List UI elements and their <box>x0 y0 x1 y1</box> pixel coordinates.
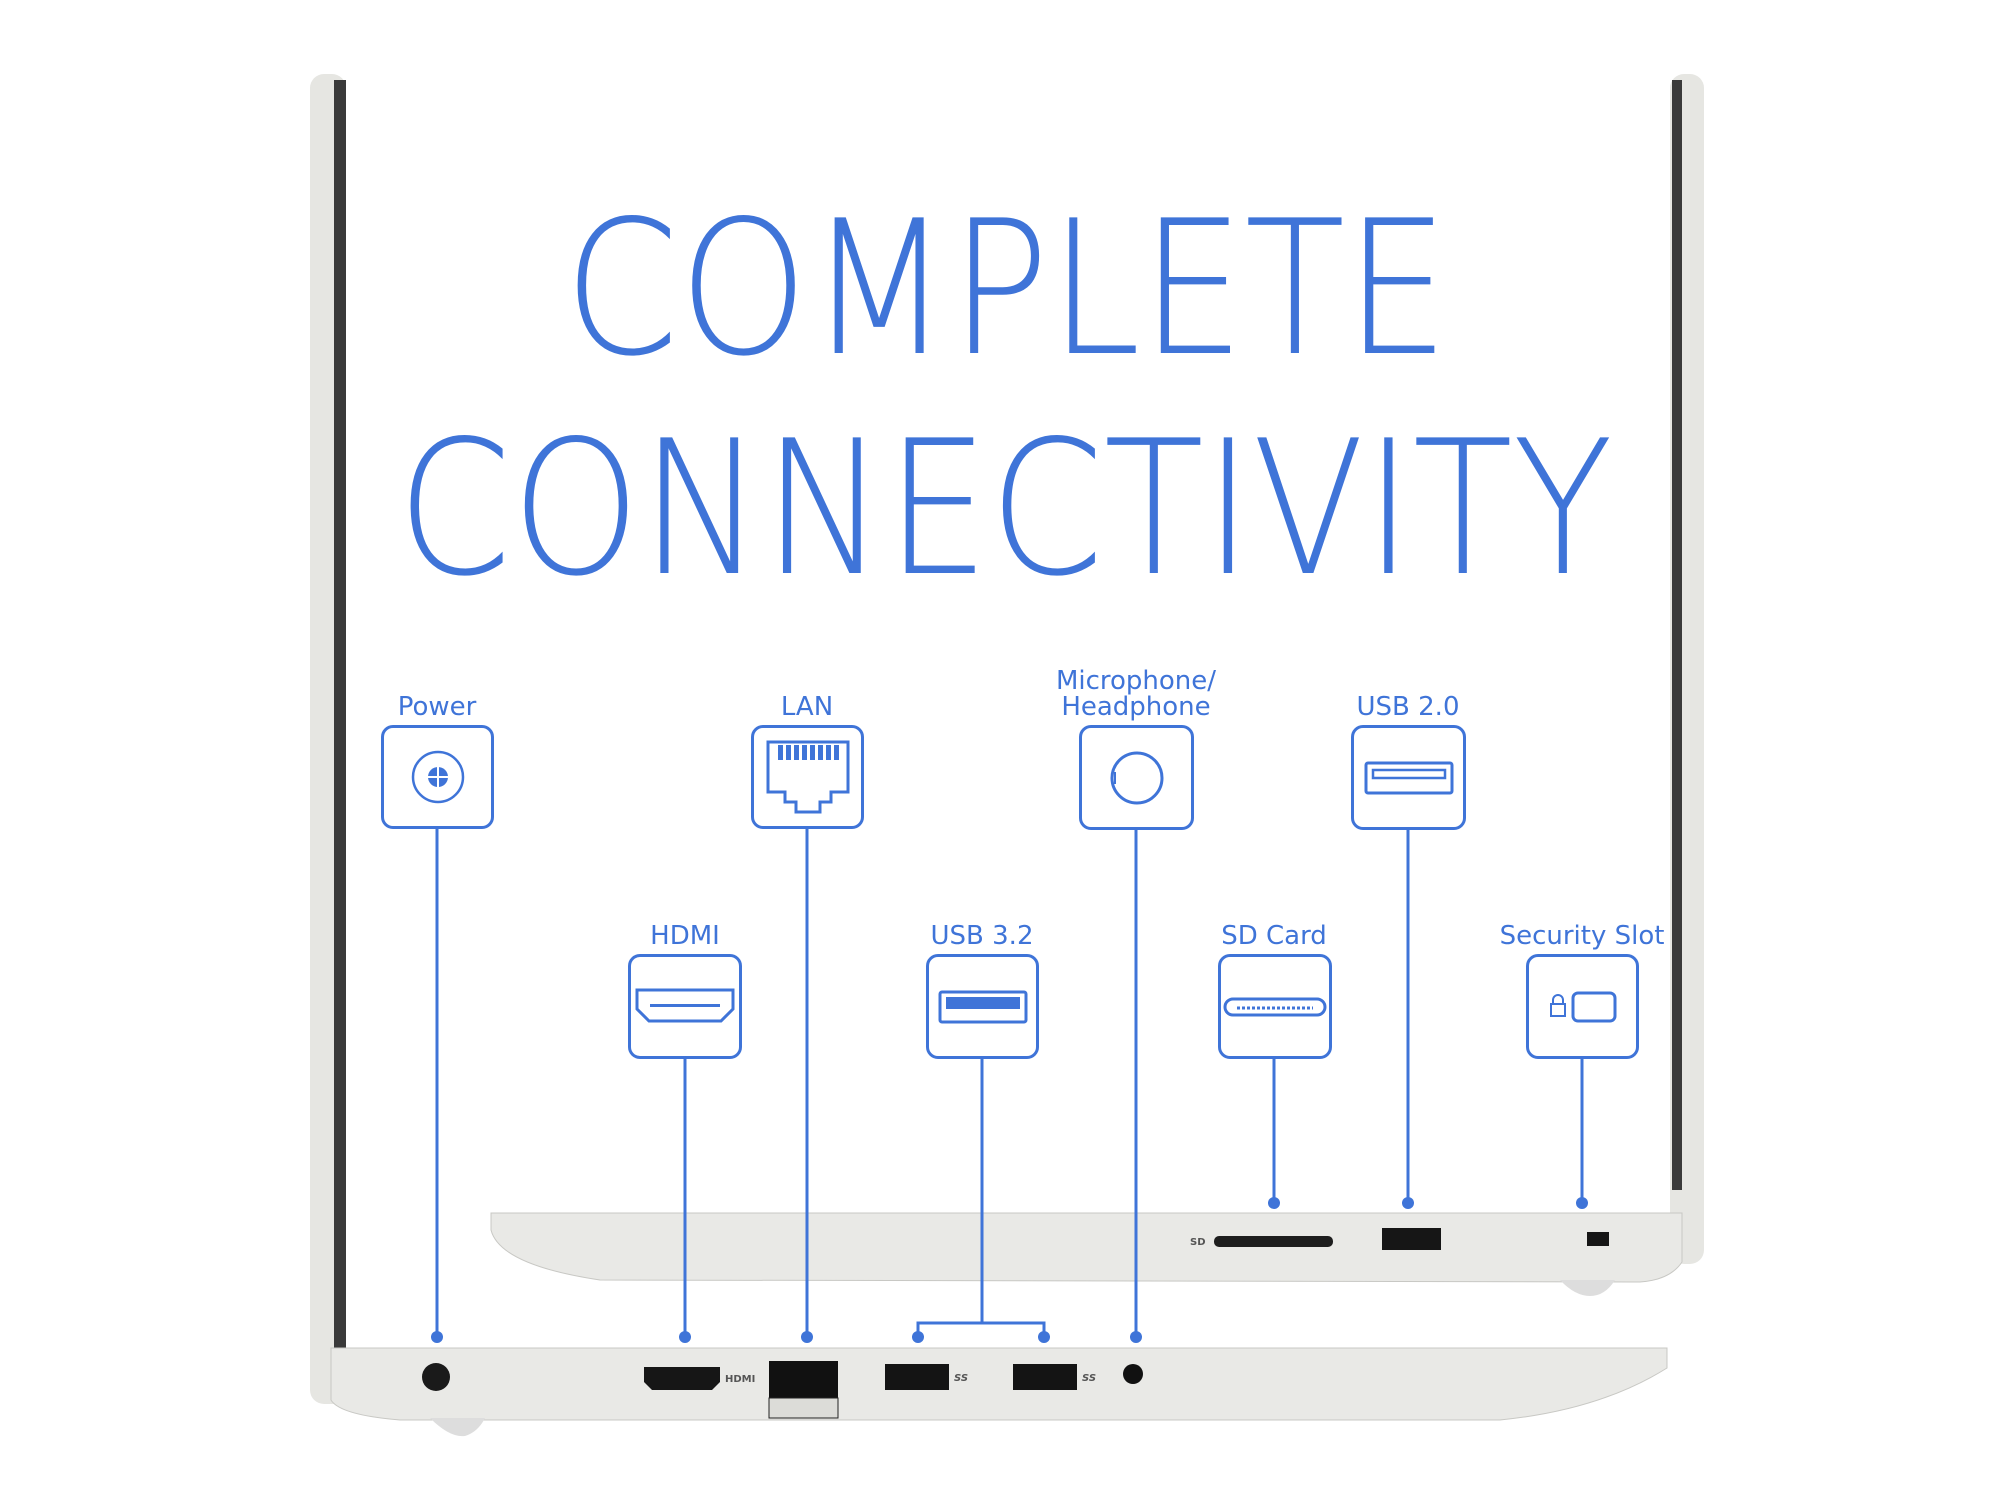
headphone-label: Headphone <box>1061 692 1211 722</box>
laptop-left-side-view: HDMI SS SS <box>330 1347 1668 1437</box>
laptop-right-side-view: SD <box>490 1212 1683 1296</box>
audio-port-callout <box>1079 725 1194 830</box>
hdmi-marking: HDMI <box>725 1374 755 1385</box>
lan-port-callout <box>751 725 864 829</box>
usb-3-icon <box>938 990 1027 1023</box>
lan-label: LAN <box>780 692 834 722</box>
usb-icon <box>1364 761 1453 794</box>
microphone-label: Microphone/ <box>1055 666 1217 696</box>
hdmi-icon <box>635 988 735 1022</box>
hdmi-port-callout <box>628 954 742 1059</box>
usb-2-label: USB 2.0 <box>1356 692 1460 722</box>
leader-lines <box>435 828 1584 1337</box>
sd-card-port-callout <box>1218 954 1332 1059</box>
usb-2-port <box>1382 1228 1441 1250</box>
usb-3-port-1 <box>885 1364 949 1390</box>
laptop-lid-right-edge <box>1670 74 1704 1264</box>
lan-port <box>769 1361 838 1401</box>
power-port-callout <box>381 725 494 829</box>
leader-dots <box>431 1197 1588 1343</box>
usb-2-port-callout <box>1351 725 1466 830</box>
ss-marking-1: SS <box>954 1373 968 1384</box>
usb-3-label: USB 3.2 <box>930 921 1034 951</box>
sd-card-slot <box>1214 1236 1333 1247</box>
hdmi-label: HDMI <box>650 921 720 951</box>
usb-3-port-callout <box>926 954 1039 1059</box>
audio-jack-icon <box>1110 751 1163 804</box>
headline-line-1: COMPLETE <box>564 180 1449 397</box>
security-slot-label: Security Slot <box>1499 921 1665 951</box>
lock-slot-icon <box>1549 991 1616 1022</box>
security-slot <box>1587 1232 1609 1246</box>
power-jack <box>422 1363 450 1391</box>
ss-marking-2: SS <box>1082 1373 1096 1384</box>
ethernet-icon <box>766 740 849 814</box>
hdmi-port <box>644 1367 720 1390</box>
power-jack-icon <box>411 750 464 804</box>
audio-jack <box>1123 1364 1143 1384</box>
usb-3-port-2 <box>1013 1364 1077 1390</box>
sd-card-icon <box>1223 997 1327 1016</box>
sd-marking: SD <box>1190 1237 1206 1248</box>
power-label: Power <box>397 692 477 722</box>
sd-card-label: SD Card <box>1221 921 1327 951</box>
laptop-lid-left-edge <box>310 74 346 1404</box>
headline-line-2: CONNECTIVITY <box>397 400 1613 617</box>
security-slot-callout <box>1526 954 1639 1059</box>
